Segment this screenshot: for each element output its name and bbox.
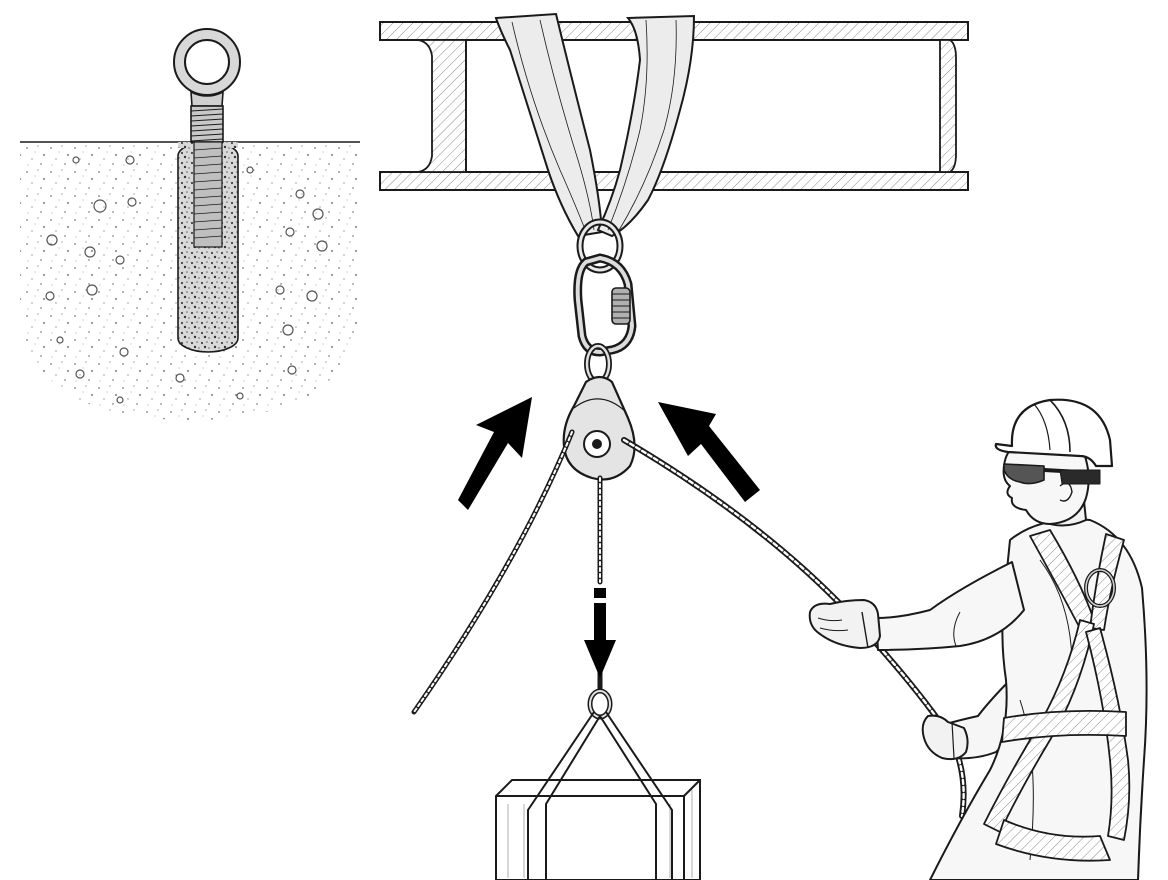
sling-left-leg xyxy=(494,12,604,238)
rigging-hardware xyxy=(562,218,637,481)
sling-right-leg xyxy=(596,14,696,238)
anchor-inset xyxy=(20,24,360,420)
beam-web-right xyxy=(939,39,957,173)
arrow-up-left-icon xyxy=(658,402,760,502)
load-sling xyxy=(527,711,673,880)
force-arrows xyxy=(458,397,760,678)
arrow-up-right-icon xyxy=(458,397,532,510)
webbing-sling xyxy=(494,12,696,238)
worker-front-arm xyxy=(875,561,1025,651)
rope-left-standing xyxy=(411,429,575,715)
beam-bottom-flange xyxy=(379,171,969,191)
carabiner xyxy=(573,253,637,357)
load-box xyxy=(495,779,701,880)
worker xyxy=(808,398,1148,880)
pulley xyxy=(562,375,636,481)
hard-hat-icon xyxy=(994,398,1114,485)
worker-front-glove xyxy=(808,599,881,649)
load xyxy=(495,688,701,880)
harness-d-ring-icon xyxy=(1084,568,1116,608)
safety-harness xyxy=(983,529,1131,862)
beam-web-left xyxy=(417,39,467,173)
eye-bolt xyxy=(169,24,245,248)
arrow-down-icon xyxy=(584,588,616,678)
worker-back-glove xyxy=(921,714,969,761)
